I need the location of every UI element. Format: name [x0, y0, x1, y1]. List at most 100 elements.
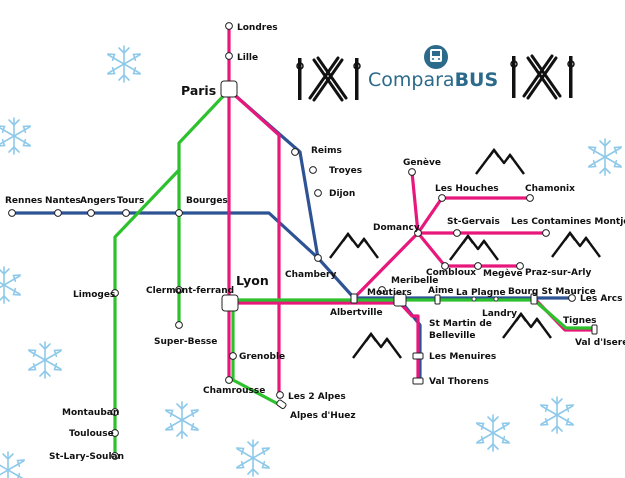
label-montauban: Montauban — [62, 408, 119, 418]
stop-laplagne[interactable] — [471, 296, 477, 302]
label-toulouse: Toulouse — [69, 429, 114, 439]
mountain-icon — [351, 332, 403, 360]
label-londres: Londres — [237, 23, 278, 33]
label-stmartin-line2: Belleville — [429, 331, 475, 341]
stop-chamonix[interactable] — [526, 194, 534, 202]
mountain-icon — [550, 231, 602, 259]
line-rennes-chambery — [10, 211, 320, 260]
label-rennes: Rennes — [5, 196, 42, 206]
label-grenoble: Grenoble — [239, 352, 285, 362]
label-bourgstmaurice: Bourg St Maurice — [508, 287, 596, 297]
mountain-icon — [448, 234, 500, 262]
label-lille: Lille — [237, 53, 258, 63]
label-reims: Reims — [311, 146, 342, 156]
label-landry: Landry — [482, 309, 517, 319]
stop-rennes[interactable] — [8, 209, 16, 217]
label-stmartin-line1: St Martin de — [429, 319, 492, 329]
stop-toulouse[interactable] — [111, 429, 119, 437]
stop-angers[interactable] — [87, 209, 95, 217]
label-albertville: Albertville — [330, 308, 383, 318]
stop-moutiers[interactable] — [393, 293, 407, 307]
stop-grenoble[interactable] — [229, 352, 237, 360]
snowflake-icon — [539, 396, 575, 434]
stop-alpedhuez[interactable] — [276, 399, 287, 410]
stop-londres[interactable] — [225, 22, 233, 30]
stop-chambery[interactable] — [314, 254, 322, 262]
stop-combloux[interactable] — [441, 262, 449, 270]
label-chamrousse: Chamrousse — [203, 386, 265, 396]
ski-icon — [509, 54, 576, 100]
label-valdisere: Val d'Isere — [575, 338, 625, 348]
stop-landry[interactable] — [493, 296, 499, 302]
green-lines — [113, 88, 596, 458]
label-superbesse: Super-Besse — [154, 337, 217, 347]
line-bsm-tignes — [532, 298, 596, 330]
label-les2alpes: Les 2 Alpes — [288, 392, 346, 402]
stop-contamines[interactable] — [542, 229, 550, 237]
label-paris: Paris — [181, 83, 216, 98]
label-tours: Tours — [117, 196, 144, 206]
stop-paris[interactable] — [220, 80, 238, 98]
line-stlary — [113, 168, 181, 458]
label-dijon: Dijon — [329, 189, 355, 199]
snowflake-icon — [235, 439, 271, 477]
stop-bourgstmaurice[interactable] — [530, 293, 538, 305]
stop-megeve[interactable] — [474, 262, 482, 270]
blue-lines — [10, 88, 574, 382]
stop-lyon[interactable] — [221, 294, 239, 312]
label-laplagne: La Plagne — [456, 288, 506, 298]
stop-lesarcs[interactable] — [568, 294, 576, 302]
line-paris-superbesse — [177, 88, 231, 327]
snowflake-icon — [475, 414, 511, 452]
stop-clermont[interactable] — [175, 286, 183, 294]
stop-meribelle[interactable] — [378, 286, 386, 294]
stop-montauban[interactable] — [111, 408, 119, 416]
stop-domancy[interactable] — [414, 229, 422, 237]
stop-nantes[interactable] — [54, 209, 62, 217]
stop-aime[interactable] — [434, 294, 441, 305]
label-aime: Aime — [428, 286, 454, 296]
label-lesmenuires: Les Menuires — [429, 352, 496, 362]
stop-limoges[interactable] — [111, 289, 119, 297]
stop-superbesse[interactable] — [175, 321, 183, 329]
label-combloux: Combloux — [426, 268, 476, 278]
stop-reims[interactable] — [291, 148, 299, 156]
mountain-icon — [474, 148, 526, 176]
stop-lille[interactable] — [225, 52, 233, 60]
line-moutiers-valthorens-pink — [398, 301, 420, 382]
label-limoges: Limoges — [73, 290, 115, 300]
stop-lesmenuires[interactable] — [412, 352, 424, 360]
snowflake-icon — [0, 117, 32, 155]
stop-dijon[interactable] — [314, 189, 322, 197]
snowflake-icon — [106, 45, 142, 83]
stop-chamrousse[interactable] — [225, 376, 233, 384]
stop-tours[interactable] — [122, 209, 130, 217]
snowflake-icon — [0, 266, 22, 304]
label-stlary: St-Lary-Soulan — [49, 452, 124, 462]
line-lyon-alpedhuez — [231, 301, 282, 407]
stop-les2alpes[interactable] — [276, 391, 284, 399]
label-chamonix: Chamonix — [525, 184, 575, 194]
stop-stlary[interactable] — [111, 452, 119, 460]
stop-valthorens[interactable] — [412, 377, 424, 385]
line-domancy-chamonix — [416, 196, 532, 235]
line-albertville-domancy — [352, 231, 420, 300]
stops — [8, 22, 598, 460]
stop-praz[interactable] — [516, 262, 524, 270]
label-leshouches: Les Houches — [435, 184, 499, 194]
label-lesarcs: Les Arcs — [580, 294, 622, 304]
stop-leshouches[interactable] — [438, 194, 446, 202]
label-tignes: Tignes — [563, 316, 597, 326]
stop-troyes[interactable] — [309, 166, 317, 174]
label-nantes: Nantes — [45, 196, 81, 206]
stop-geneve[interactable] — [408, 168, 416, 176]
label-troyes: Troyes — [329, 166, 362, 176]
stop-tignes-valdisere[interactable] — [591, 324, 598, 335]
label-bourges: Bourges — [186, 196, 228, 206]
label-meribelle: Meribelle — [391, 276, 438, 286]
stop-stgervais[interactable] — [453, 229, 461, 237]
stop-bourges[interactable] — [175, 209, 183, 217]
stop-albertville[interactable] — [350, 293, 358, 304]
